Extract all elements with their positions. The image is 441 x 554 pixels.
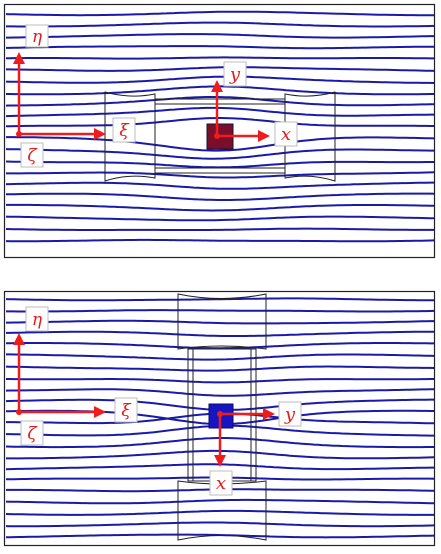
streamline — [6, 342, 434, 350]
streamline — [5, 297, 434, 302]
top-frame — [3, 3, 436, 259]
streamline — [5, 75, 435, 84]
top-eta-label-box: η — [25, 24, 49, 48]
streamline — [5, 498, 434, 505]
bottom-zeta-label-box: ζ — [20, 420, 44, 446]
top-panel: η ξ ζ y x — [0, 0, 441, 263]
top-origin-dot — [16, 131, 22, 137]
streamline — [5, 106, 434, 118]
top-axis-arrows — [13, 52, 270, 142]
top-x-label-box: x — [274, 121, 298, 147]
streamline — [6, 330, 434, 337]
streamline — [6, 378, 434, 384]
bottom-eta-label-box: η — [25, 306, 49, 332]
streamline — [6, 136, 435, 152]
bottom-y-label-box: y — [278, 401, 302, 427]
top-streamlines — [5, 10, 435, 243]
streamline — [5, 215, 434, 222]
bottom-frame — [3, 290, 436, 547]
streamline — [6, 117, 434, 128]
streamline — [5, 148, 434, 160]
top-center-dot — [214, 133, 220, 139]
streamline — [5, 388, 435, 397]
streamline — [6, 192, 435, 201]
top-zeta-label: ζ — [27, 146, 38, 166]
bottom-y-arrow-head — [263, 408, 275, 420]
bottom-center-dot — [217, 411, 223, 417]
bottom-xi-label: ξ — [121, 401, 132, 421]
streamline — [5, 227, 434, 231]
top-eta-arrow-head — [13, 52, 25, 64]
top-xi-label-box: ξ — [112, 117, 136, 143]
streamline — [6, 353, 435, 361]
streamline — [5, 521, 435, 528]
bottom-x-label: x — [216, 473, 226, 494]
streamline — [6, 171, 435, 179]
top-panel-diagram: η ξ ζ y x — [3, 3, 436, 259]
streamline — [6, 309, 435, 313]
bottom-y-label: y — [284, 404, 296, 425]
bottom-panel: η ξ ζ y x — [0, 287, 441, 550]
streamline — [6, 21, 435, 28]
bottom-origin-dot — [16, 409, 22, 415]
top-inclusion-plate — [104, 91, 336, 182]
bottom-zeta-label: ζ — [27, 424, 38, 444]
bottom-x-arrow-head — [214, 455, 226, 467]
top-x-arrow-head — [258, 130, 270, 142]
streamline — [5, 160, 434, 169]
streamline — [6, 56, 434, 60]
streamline — [5, 238, 435, 243]
streamline — [6, 45, 434, 50]
bottom-panel-diagram: η ξ ζ y x — [3, 290, 436, 547]
bottom-xi-arrow-head — [94, 406, 106, 418]
bottom-xi-label-box: ξ — [114, 397, 138, 423]
top-y-label-box: y — [223, 61, 247, 87]
streamline — [6, 66, 435, 72]
bottom-eta-label: η — [32, 310, 43, 330]
streamline — [6, 319, 434, 325]
top-y-arrow-head — [211, 80, 223, 92]
bottom-axis-arrows — [13, 333, 275, 467]
streamline — [6, 33, 434, 39]
bottom-eta-arrow-head — [13, 333, 25, 345]
streamline — [6, 203, 435, 212]
streamline — [5, 365, 435, 372]
top-x-label: x — [281, 124, 291, 145]
streamline — [5, 96, 435, 107]
streamline — [5, 10, 434, 17]
top-y-label: y — [229, 64, 241, 85]
top-xi-label: ξ — [119, 121, 130, 141]
top-zeta-label-box: ζ — [20, 142, 44, 168]
top-eta-label: η — [32, 27, 43, 47]
streamline — [5, 509, 434, 516]
streamline — [5, 181, 434, 190]
top-xi-arrow-head — [94, 128, 106, 140]
bottom-x-label-box: x — [209, 470, 233, 496]
